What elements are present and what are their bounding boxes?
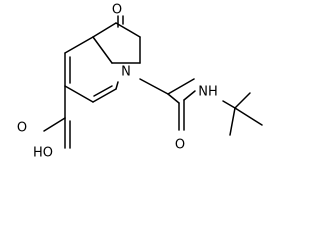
tert-butyl-group: [229, 92, 263, 136]
bond-c5-c6: [92, 88, 117, 103]
ring-carbonyl: [115, 15, 141, 38]
bond-nh-cquat: [222, 100, 236, 109]
bond-c5-c6-inner: [93, 85, 113, 97]
atom-label-amide-oxygen: O: [175, 138, 185, 153]
atom-label-acid-hydroxyl: HO: [33, 146, 53, 161]
bond-c2-c1: [92, 22, 117, 38]
bond-cquat-me1: [234, 92, 251, 109]
bond-camide-ch: [167, 93, 180, 104]
bond-cquat-me2: [234, 107, 263, 126]
bond-cacid-oh: [43, 117, 66, 132]
atom-label-acid-oxygen: O: [17, 121, 27, 136]
amide-group: [167, 90, 236, 131]
bond-camide-nh: [183, 90, 196, 101]
atom-label-ring-nitrogen: N: [121, 65, 131, 80]
n-substituent-bonds: [111, 36, 195, 95]
atom-label-amide-nh: NH: [198, 85, 218, 100]
bond-ch2-camide: [167, 78, 195, 95]
pyridone-ring: [64, 22, 119, 103]
bond-c2-c3: [64, 36, 94, 54]
atom-label-ring-oxygen: O: [112, 3, 122, 18]
carboxylic-acid-group: [43, 85, 71, 149]
bond-c4-c5: [64, 85, 94, 103]
bond-c6-n1: [115, 81, 119, 90]
bond-cquat-me3: [229, 107, 236, 136]
bond-c1-o: [115, 22, 141, 38]
chemical-structure: O N O NH HO O: [17, 3, 263, 161]
bond-n-ch2: [139, 78, 169, 95]
bond-n1-c2: [92, 36, 113, 64]
